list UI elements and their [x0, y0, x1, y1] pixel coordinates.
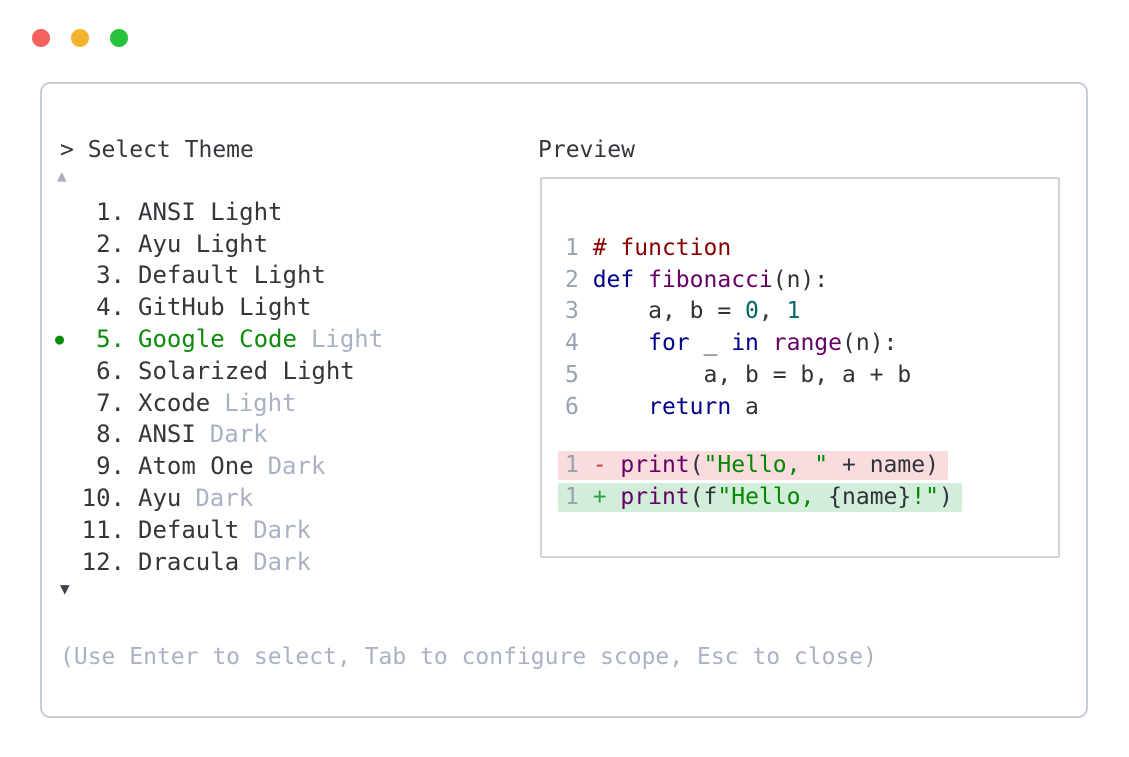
theme-variant: Dark	[267, 452, 326, 481]
line-number: 4	[565, 330, 593, 357]
theme-picker-dialog: > Select Theme Preview ▲ 1. ANSI Light 2. A…	[40, 82, 1088, 718]
picker-title: > Select Theme	[60, 137, 254, 163]
theme-name: Ayu Light	[138, 229, 269, 258]
window-maximize-button[interactable]	[110, 29, 128, 47]
theme-list-item[interactable]: 7. Xcode Light	[42, 387, 522, 419]
theme-list-item[interactable]: 4. GitHub Light	[42, 291, 522, 323]
scroll-down-icon[interactable]: ▼	[60, 579, 70, 598]
code-line: 3 a, b = 0, 1	[565, 298, 801, 325]
theme-number: 1.	[96, 197, 125, 226]
scroll-up-icon[interactable]: ▲	[57, 166, 67, 185]
line-number: 2	[565, 266, 593, 293]
theme-number: 6.	[96, 356, 125, 385]
theme-number: 7.	[96, 388, 125, 417]
diff-highlight-removed: 1 - print("Hello, " + name)	[558, 451, 948, 481]
code-area: 1 # function 2 def fibonacci(n): 3 a, b = …	[542, 179, 1058, 514]
selected-indicator-icon: ●	[55, 330, 65, 349]
theme-number: 2.	[96, 229, 125, 258]
theme-list-item[interactable]: 1. ANSI Light	[42, 196, 522, 228]
code-line: 6 return a	[565, 393, 759, 420]
theme-name: Atom One	[138, 452, 254, 481]
diff-line-added: 1 + print(f"Hello, {name}!")	[558, 482, 1058, 514]
theme-number: 8.	[96, 420, 125, 449]
theme-name: Ayu	[138, 484, 182, 513]
theme-number: 4.	[96, 293, 125, 322]
theme-name: Default Light	[138, 261, 326, 290]
theme-variant: Dark	[209, 420, 268, 449]
theme-variant: Light	[310, 325, 384, 354]
theme-name: Solarized Light	[138, 356, 355, 385]
theme-name: Google Code	[138, 325, 297, 354]
theme-list-item[interactable]: 8. ANSI Dark	[42, 419, 522, 451]
line-number: 5	[565, 361, 593, 388]
theme-name: Dracula	[138, 547, 240, 576]
theme-variant: Light	[224, 388, 297, 417]
line-number: 3	[565, 298, 593, 325]
theme-number: 5.	[96, 325, 125, 354]
window-minimize-button[interactable]	[71, 29, 89, 47]
diff-highlight-added: 1 + print(f"Hello, {name}!")	[558, 482, 962, 512]
theme-list-item[interactable]: 12. Dracula Dark	[42, 546, 522, 578]
code-line: 2 def fibonacci(n):	[565, 266, 829, 293]
diff-line-removed: 1 - print("Hello, " + name)	[558, 450, 1058, 482]
code-line: 1 # function	[565, 235, 732, 261]
theme-list-item[interactable]: 3. Default Light	[42, 260, 522, 292]
code-line: 4 for _ in range(n):	[565, 330, 898, 357]
theme-list-item[interactable]: 6. Solarized Light	[42, 355, 522, 387]
window-controls	[32, 29, 128, 47]
line-number: 1	[565, 235, 593, 261]
help-text: (Use Enter to select, Tab to configure s…	[60, 644, 877, 670]
theme-number: 3.	[96, 261, 125, 290]
theme-variant: Dark	[253, 515, 311, 544]
theme-number: 12.	[81, 547, 125, 576]
line-number: 1	[565, 483, 593, 510]
theme-list-item[interactable]: 11. Default Dark	[42, 514, 522, 546]
code-gap	[565, 423, 1058, 450]
theme-name: Xcode	[138, 388, 211, 417]
line-number: 1	[565, 452, 593, 479]
theme-name: ANSI Light	[138, 197, 283, 226]
theme-list-item[interactable]: 9. Atom One Dark	[42, 450, 522, 482]
code-line: 5 a, b = b, a + b	[565, 361, 912, 388]
line-number: 6	[565, 393, 593, 420]
theme-number: 11.	[81, 515, 125, 544]
preview-title: Preview	[538, 137, 635, 163]
theme-list-item[interactable]: ● 5. Google Code Light	[42, 323, 522, 355]
theme-list-item[interactable]: 10. Ayu Dark	[42, 482, 522, 514]
theme-name: GitHub Light	[138, 293, 312, 322]
theme-number: 9.	[96, 452, 125, 481]
preview-pane: 1 # function 2 def fibonacci(n): 3 a, b = …	[540, 177, 1060, 558]
theme-number: 10.	[81, 484, 125, 513]
theme-variant: Dark	[195, 484, 254, 513]
theme-variant: Dark	[253, 547, 311, 576]
theme-list-item[interactable]: 2. Ayu Light	[42, 228, 522, 260]
theme-name: Default	[138, 515, 240, 544]
theme-name: ANSI	[138, 420, 196, 449]
window-close-button[interactable]	[32, 29, 50, 47]
